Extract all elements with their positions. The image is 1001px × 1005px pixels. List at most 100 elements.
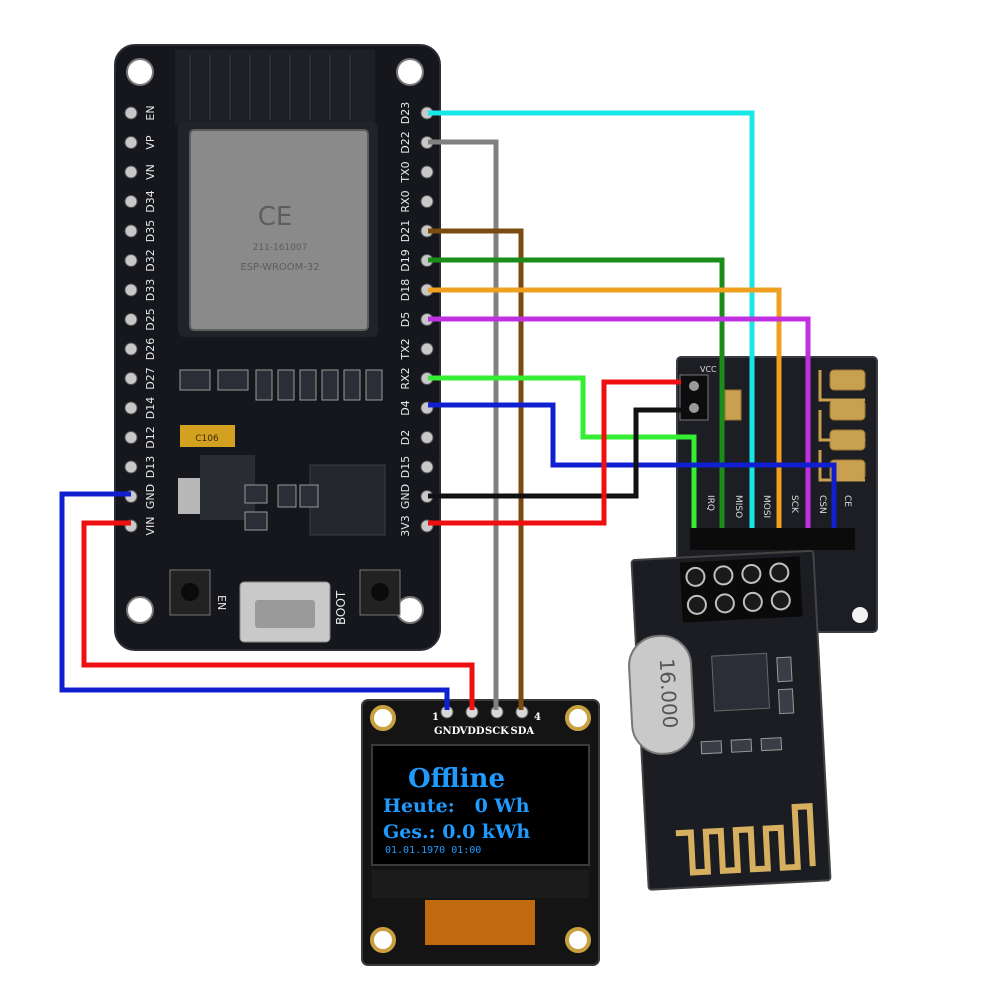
oled-screen bbox=[371, 744, 590, 866]
mounting-hole bbox=[370, 705, 396, 731]
wire-3v3-red bbox=[428, 379, 681, 526]
esp32-right-pin bbox=[420, 431, 434, 444]
oled-ribbon-cable bbox=[425, 900, 535, 945]
esp32-left-pin bbox=[124, 195, 138, 208]
nrf24-chip bbox=[711, 652, 770, 712]
nrf24-pin-label: MOSI bbox=[761, 495, 771, 518]
oled-line-status: Offline bbox=[408, 764, 505, 794]
esp32-right-pin bbox=[420, 460, 434, 474]
esp32-left-pin-label: D35 bbox=[144, 220, 157, 242]
esp32-left-header: ENVPVND34D35D32D33D25D26D27D14D12D13GNDV… bbox=[124, 105, 157, 536]
esp32-right-pin-label: RX2 bbox=[399, 367, 412, 389]
nrf24-front-view: 16.000 bbox=[628, 549, 832, 891]
wire-d5-purple bbox=[428, 316, 811, 528]
esp32-left-pin bbox=[124, 313, 138, 326]
nrf24-pin-label: MISO bbox=[733, 495, 743, 518]
antenna-area bbox=[175, 50, 375, 125]
esp32-left-pin bbox=[124, 401, 138, 415]
mounting-hole bbox=[852, 607, 868, 623]
esp32-right-pin-label: D5 bbox=[399, 312, 412, 327]
wire-d18-orange bbox=[428, 287, 782, 528]
esp32-left-pin-label: D34 bbox=[144, 190, 157, 212]
esp32-left-pin-label: D25 bbox=[144, 308, 157, 330]
nrf24-pin-label: IRQ bbox=[705, 495, 715, 511]
oled-pin-label: VDD bbox=[459, 726, 485, 737]
esp32-left-pin bbox=[124, 224, 138, 238]
esp32-left-pin-label: D12 bbox=[144, 426, 157, 448]
esp32-right-pin bbox=[420, 195, 434, 208]
esp32-right-pin-label: D23 bbox=[399, 102, 412, 124]
oled-pin-index-4: 4 bbox=[534, 712, 541, 723]
wire-vin-red bbox=[81, 520, 475, 710]
esp32-right-pin-label: D4 bbox=[399, 400, 412, 415]
oled-line-timestamp: 01.01.1970 01:00 bbox=[385, 845, 481, 856]
oled-line-today: Heute: 0 Wh bbox=[383, 795, 530, 817]
esp32-right-pin-label: RX0 bbox=[399, 190, 412, 212]
esp32-left-pin-label: D26 bbox=[144, 338, 157, 360]
oled-pin-label: GND bbox=[434, 726, 461, 737]
oled-pin-label: SCK bbox=[485, 726, 509, 737]
esp32-right-pin-label: GND bbox=[399, 484, 412, 509]
esp32-right-pin bbox=[420, 342, 434, 356]
mounting-hole bbox=[126, 58, 154, 86]
esp32-left-pin bbox=[124, 342, 138, 356]
esp32-left-pin-label: D32 bbox=[144, 249, 157, 271]
esp32-left-pin bbox=[124, 136, 138, 149]
oled-pin-index-1: 1 bbox=[432, 712, 439, 723]
module-name: ESP-WROOM-32 bbox=[240, 262, 319, 273]
esp32-left-pin bbox=[124, 460, 138, 474]
oled-glass-edge bbox=[372, 870, 589, 898]
pcb-antenna-trace bbox=[675, 803, 816, 876]
esp32-left-pin-label: VIN bbox=[144, 517, 157, 536]
esp32-left-pin-label: D13 bbox=[144, 456, 157, 478]
esp32-right-pin-label: 3V3 bbox=[399, 515, 412, 537]
crystal-oscillator bbox=[628, 634, 696, 755]
esp32-right-pin-label: D21 bbox=[399, 220, 412, 242]
module-ce-mark: CE bbox=[258, 202, 293, 232]
nrf24-bottom-header bbox=[690, 528, 855, 550]
boot-button-label: BOOT bbox=[334, 590, 348, 625]
esp32-module-shield bbox=[189, 129, 369, 331]
esp32-left-pin-label: VN bbox=[144, 164, 157, 180]
esp32-left-pin-label: D27 bbox=[144, 367, 157, 389]
crystal-label: 16.000 bbox=[655, 658, 683, 729]
esp32-right-pin-label: D15 bbox=[399, 456, 412, 478]
boot-button-cap[interactable] bbox=[371, 583, 389, 601]
esp32-right-pin-label: D22 bbox=[399, 131, 412, 153]
mounting-hole bbox=[396, 58, 424, 86]
wire-d21-brown bbox=[428, 228, 524, 710]
esp32-left-pin-label: EN bbox=[144, 105, 157, 120]
esp32-left-pin bbox=[124, 106, 138, 120]
wire-gnd-black bbox=[428, 407, 681, 499]
esp32-left-pin-label: D33 bbox=[144, 279, 157, 301]
en-button-label: EN bbox=[215, 595, 228, 610]
wire-d19-green bbox=[428, 257, 725, 528]
esp32-right-pin-label: D19 bbox=[399, 249, 412, 271]
wire-rx2-light-green bbox=[428, 375, 697, 528]
wire-d23-cyan bbox=[428, 110, 755, 528]
wire-d4-blue bbox=[428, 402, 837, 528]
esp32-left-pin-label: VP bbox=[144, 135, 157, 150]
en-button-cap[interactable] bbox=[181, 583, 199, 601]
nrf24-pin-label: SCK bbox=[789, 495, 799, 514]
esp32-left-pin-label: D14 bbox=[144, 397, 157, 419]
esp32-right-pin-label: TX2 bbox=[399, 338, 412, 360]
mounting-hole bbox=[565, 927, 591, 953]
oled-line-total: Ges.: 0.0 kWh bbox=[383, 821, 530, 843]
esp32-right-pin-label: TX0 bbox=[399, 161, 412, 183]
usb-uart-chip bbox=[309, 464, 386, 536]
tantalum-capacitor bbox=[180, 425, 235, 447]
wire-gnd-blue bbox=[59, 491, 450, 710]
mounting-hole bbox=[370, 927, 396, 953]
esp32-left-pin bbox=[124, 254, 138, 267]
module-id: 211-161007 bbox=[253, 243, 308, 253]
esp32-board: CE 211-161007 ESP-WROOM-32 C106 EN BOOT … bbox=[114, 44, 441, 651]
nrf24-pin-label: CSN bbox=[817, 495, 827, 514]
micro-usb-opening bbox=[255, 600, 315, 628]
mounting-hole bbox=[396, 596, 424, 624]
